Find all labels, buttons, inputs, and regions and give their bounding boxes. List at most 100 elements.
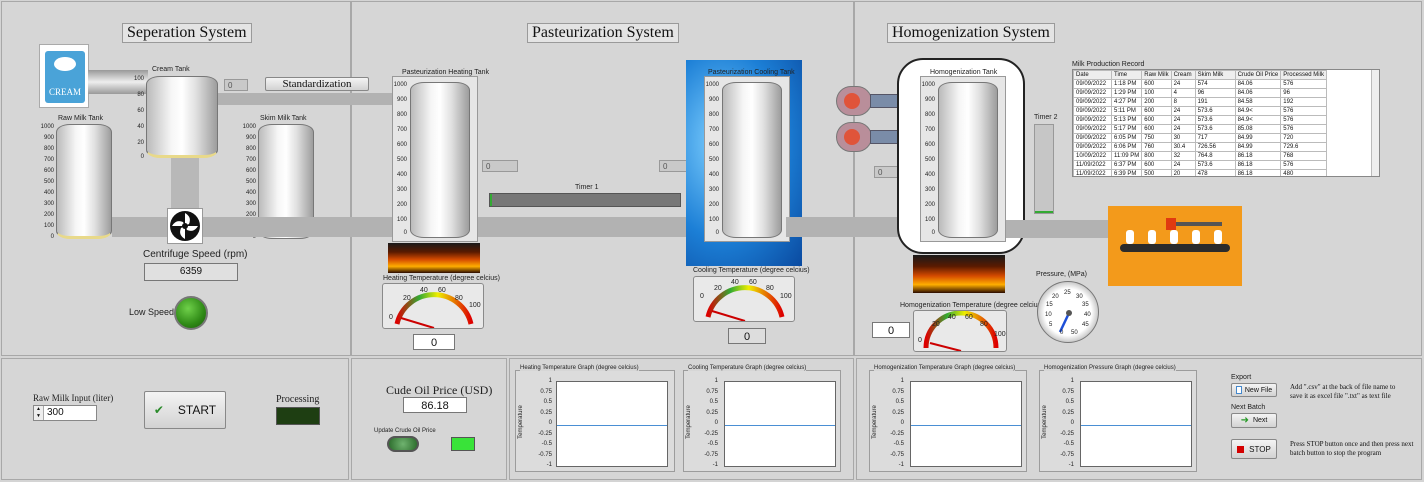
record-cell: 24 (1170, 79, 1196, 89)
record-cell: 760 (1141, 142, 1172, 152)
file-icon (1235, 386, 1242, 394)
cream-pipe (88, 70, 148, 94)
homogenization-tank (938, 82, 998, 238)
record-cell: 600 (1141, 160, 1172, 170)
export-label: Export (1231, 374, 1252, 381)
record-header-cell: Skim Milk (1194, 70, 1236, 80)
record-cell: 96 (1280, 88, 1328, 98)
record-cell: 84.99 (1234, 142, 1282, 152)
raw-input-label: Raw Milk Input (liter) (33, 393, 114, 403)
crude-oil-panel (351, 358, 507, 480)
graph-title: Homogenization Pressure Graph (degree ce… (1044, 365, 1176, 371)
record-cell: 800 (1141, 151, 1172, 161)
start-label: START (177, 403, 217, 417)
record-cell: 4:27 PM (1110, 97, 1143, 107)
start-button[interactable]: ✔ START (144, 391, 226, 429)
record-cell: 09/09/2022 (1073, 115, 1112, 125)
raw-input-value[interactable]: 300 (47, 407, 64, 418)
graph-y-tick: 0.5 (709, 399, 718, 405)
cream-value-box: 0 (224, 79, 248, 91)
record-cell: 573.6 (1194, 124, 1236, 134)
record-cell: 09/09/2022 (1073, 133, 1112, 143)
record-cell: 576 (1280, 160, 1328, 170)
record-cell: 09/09/2022 (1073, 79, 1112, 89)
centrifuge-speed-display: 6359 (144, 263, 238, 281)
record-cell: 192 (1280, 97, 1328, 107)
record-cell: 764.8 (1194, 151, 1236, 161)
graph-y-tick: -0.5 (707, 441, 718, 447)
graph-y-tick: 0.25 (706, 409, 718, 416)
raw-input-control[interactable]: ▲▼ 300 (33, 405, 97, 421)
centrifuge-speed-label: Centrifuge Speed (rpm) (143, 249, 248, 260)
record-cell: 480 (1280, 169, 1328, 176)
record-cell: 86.18 (1234, 151, 1282, 161)
graph-y-tick: 0.5 (1065, 399, 1074, 405)
stop-icon (1237, 445, 1245, 453)
graph-y-axis-label: Temperature (685, 405, 692, 439)
graph-y-tick: 0 (714, 420, 718, 426)
record-cell: 09/09/2022 (1073, 88, 1112, 98)
record-cell: 24 (1170, 160, 1196, 170)
timer-2-fill (1035, 211, 1053, 213)
pasteurization-title: Pasteurization System (527, 23, 679, 43)
graph-y-tick: -0.75 (704, 451, 718, 458)
graph-y-tick: 0.75 (1062, 388, 1074, 395)
record-cell: 09/09/2022 (1073, 106, 1112, 116)
record-cell: 85.08 (1234, 124, 1282, 134)
standardization-button[interactable]: Standardization (265, 77, 369, 91)
new-file-button[interactable]: New File (1231, 383, 1277, 397)
arrow-right-icon: ➜ (1240, 415, 1249, 426)
record-scrollbar[interactable] (1371, 70, 1379, 176)
record-cell: 84.9< (1234, 106, 1282, 116)
heating-temp-graph: Heating Temperature Graph (degree celciu… (515, 365, 675, 472)
graph-y-tick: 1 (548, 378, 552, 384)
heating-output-box: 0 (482, 160, 518, 172)
cooling-to-homog-pipe (786, 217, 926, 237)
update-crude-toggle[interactable] (387, 436, 419, 452)
graph-y-tick: -1 (898, 462, 904, 468)
heating-tank (410, 82, 470, 238)
record-cell: 32 (1170, 151, 1196, 161)
heating-tank-label: Pasteurization Heating Tank (402, 69, 490, 76)
record-cell: 750 (1141, 133, 1172, 143)
record-cell: 600 (1141, 106, 1172, 116)
record-cell: 576 (1280, 79, 1328, 89)
stop-button[interactable]: STOP (1231, 439, 1277, 459)
graph-y-axis-label: Temperature (1041, 405, 1048, 439)
timer-1-label: Timer 1 (575, 184, 599, 191)
record-cell: 576 (1280, 115, 1328, 125)
homog-tank-label: Homogenization Tank (930, 69, 998, 76)
graph-y-tick: -0.5 (893, 441, 904, 447)
cooling-temp-label: Cooling Temperature (degree celcius) (693, 267, 810, 274)
record-cell: 573.6 (1194, 115, 1236, 125)
cream-carton-icon: CREAM (39, 44, 89, 108)
record-cell: 726.56 (1194, 142, 1236, 152)
record-cell: 6:39 PM (1110, 169, 1143, 176)
stop-note: Press STOP button once and then press ne… (1290, 440, 1414, 457)
raw-input-stepper[interactable]: ▲▼ (34, 406, 44, 420)
record-cell: 09/09/2022 (1073, 124, 1112, 134)
record-cell: 11/09/2022 (1073, 160, 1112, 170)
centrifuge-column (171, 158, 199, 208)
graph-y-tick: 1 (714, 378, 718, 384)
graph-y-tick: -1 (1068, 462, 1074, 468)
record-cell: 100 (1141, 88, 1172, 98)
record-header-cell: Crude Oil Price (1234, 70, 1282, 80)
next-button[interactable]: ➜ Next (1231, 413, 1277, 428)
graph-y-tick: 0.25 (540, 409, 552, 416)
graph-plot-area (724, 381, 836, 467)
